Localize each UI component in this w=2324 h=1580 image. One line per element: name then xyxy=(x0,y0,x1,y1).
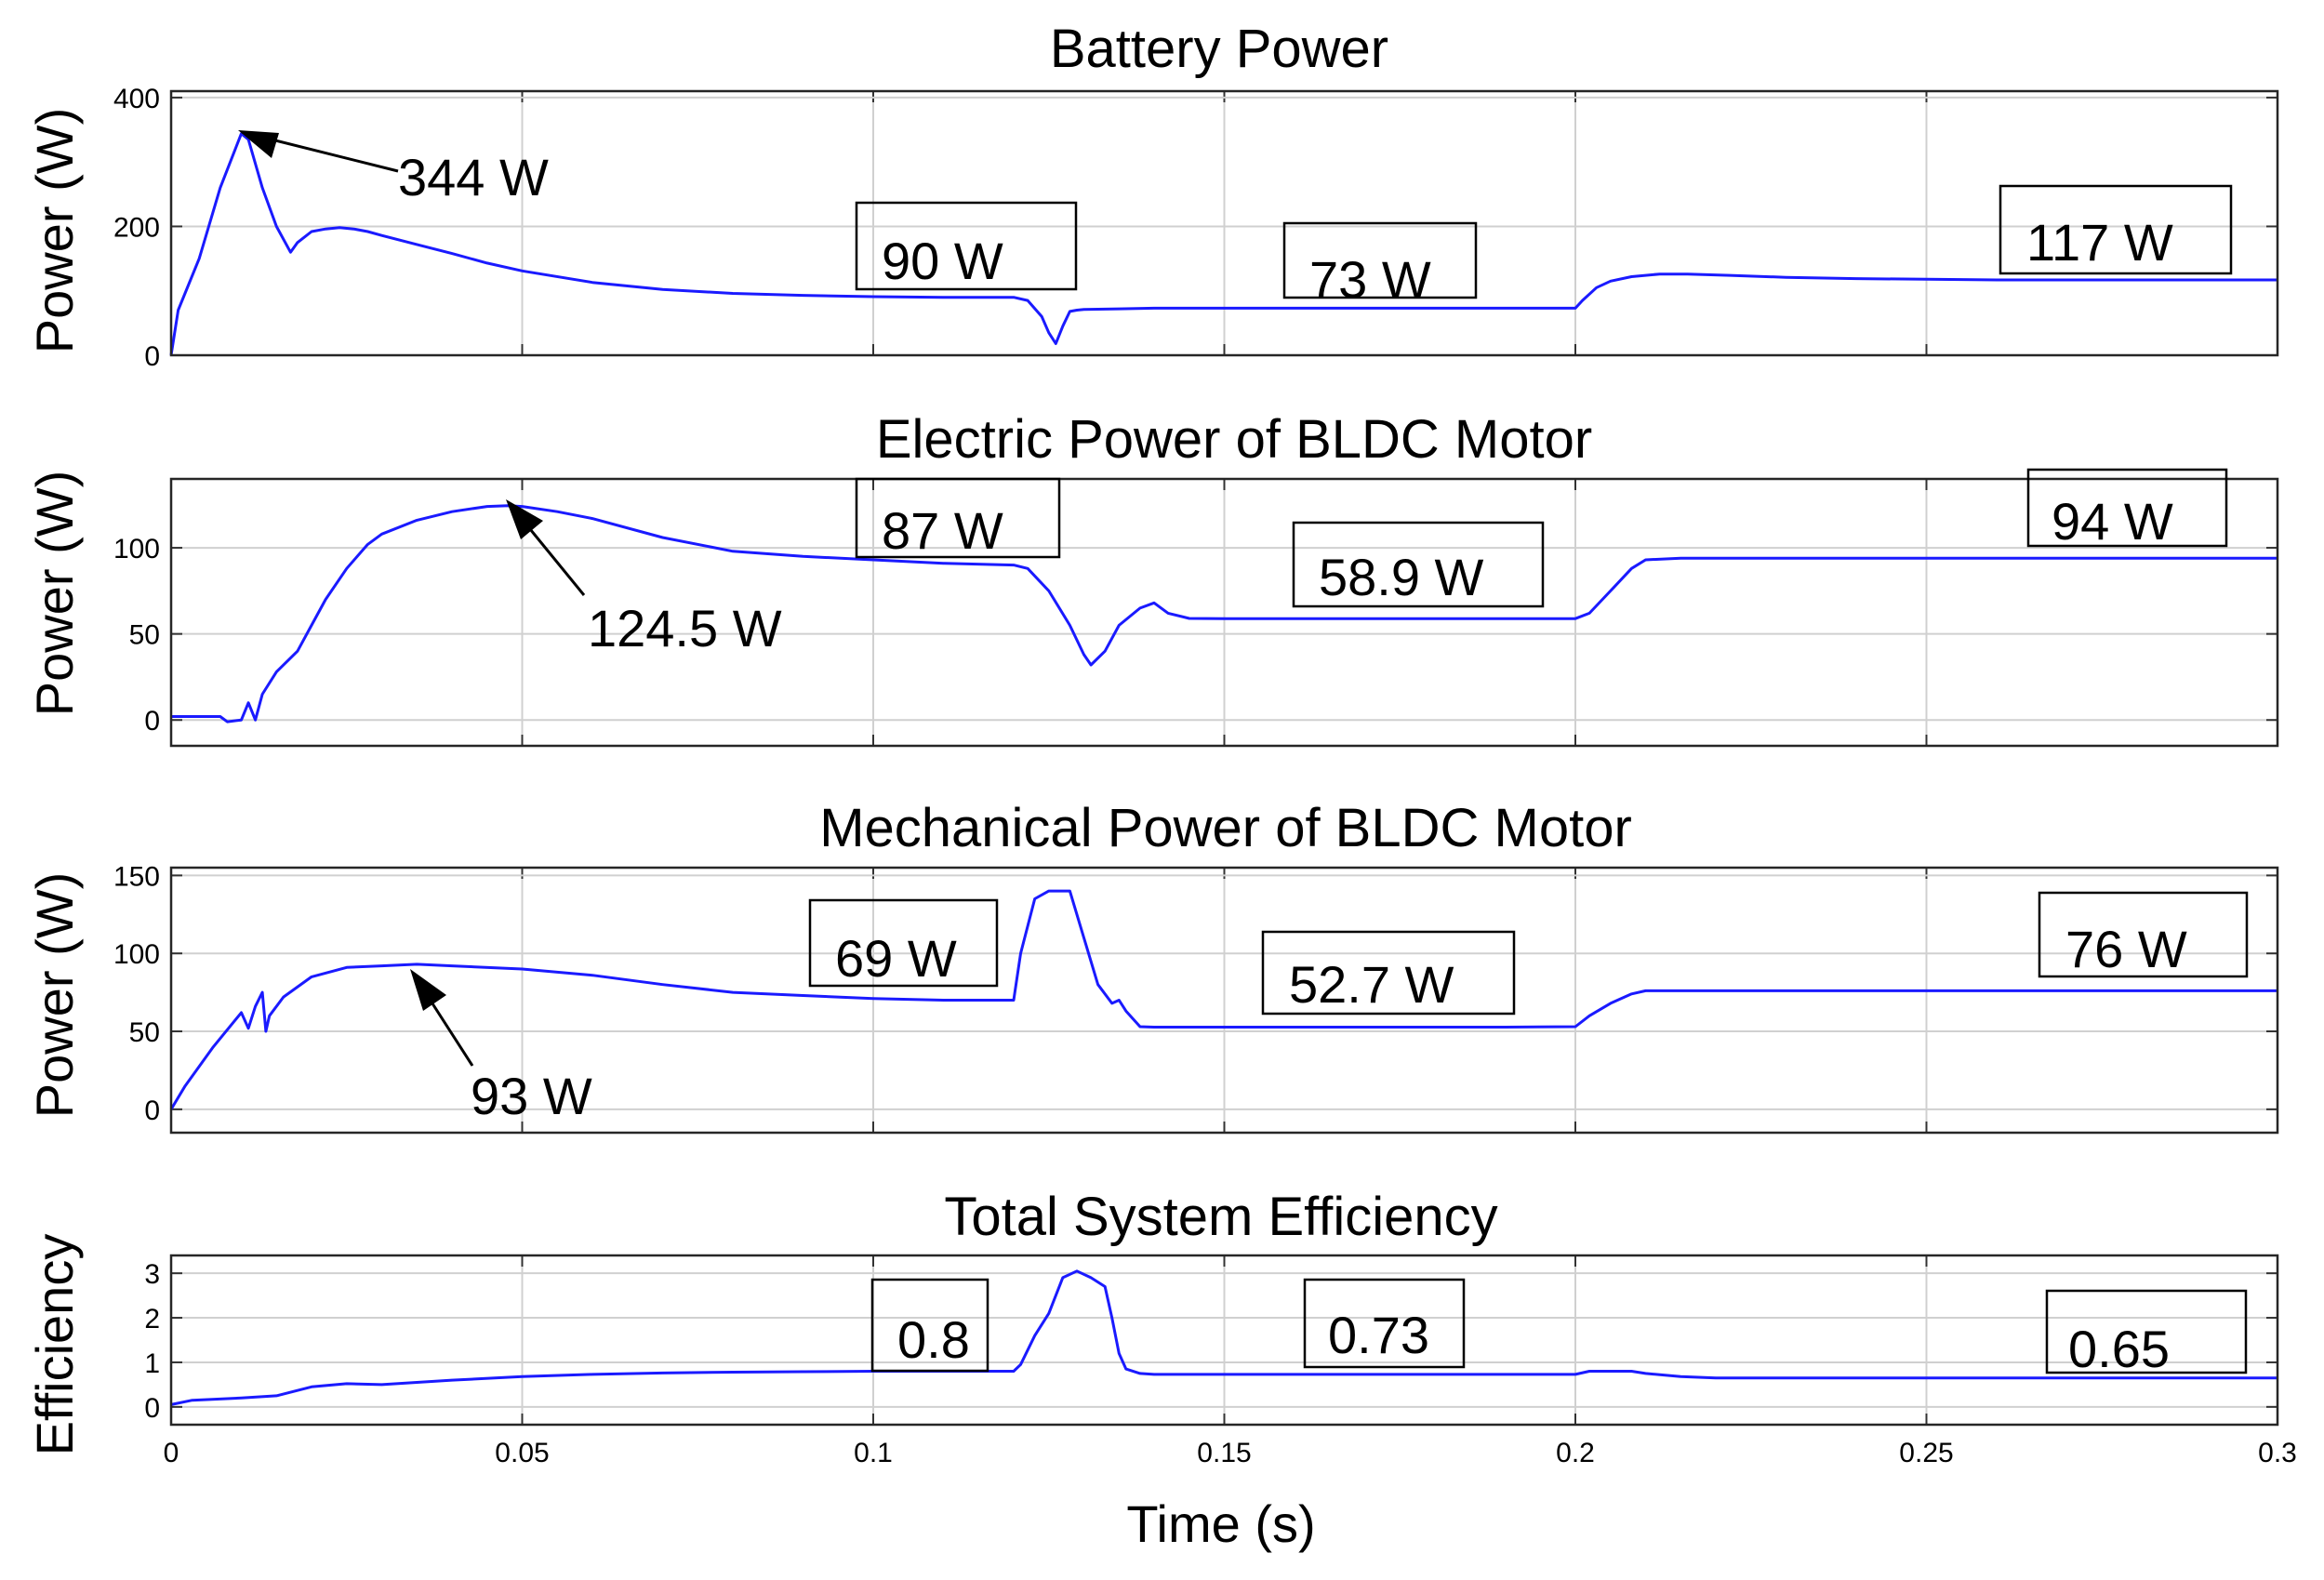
annotation-peak: 344 W xyxy=(238,130,549,206)
annotation-peak: 124.5 W xyxy=(506,499,782,657)
annotation-label: 93 W xyxy=(471,1067,592,1125)
annotation-box-label: 58.9 W xyxy=(1319,548,1484,606)
panel-electric-power: Electric Power of BLDC Motor Power (W) 0… xyxy=(25,409,2279,748)
annotation-peak: 93 W xyxy=(410,969,592,1125)
annotation-box: 76 W xyxy=(2038,891,2249,978)
y-tick-label: 400 xyxy=(113,84,160,114)
panel-title: Mechanical Power of BLDC Motor xyxy=(819,798,1632,858)
x-tick-label: 0.2 xyxy=(1556,1438,1595,1468)
axes-frame xyxy=(169,866,2279,1135)
y-tick-label: 200 xyxy=(113,212,160,243)
annotation-box-frame xyxy=(855,201,1078,291)
panel-system-efficiency: Total System Efficiency Efficiency 01230… xyxy=(25,1187,2297,1553)
y-tick-label: 150 xyxy=(113,861,160,892)
annotation-box-frame xyxy=(870,1278,989,1373)
annotation-arrow-head xyxy=(238,130,279,158)
y-tick-label: 1 xyxy=(144,1348,160,1379)
y-tick-label: 0 xyxy=(144,1095,160,1126)
annotation-arrow-head xyxy=(410,969,446,1011)
annotation-box-label: 69 W xyxy=(835,929,957,988)
annotation-box: 0.73 xyxy=(1303,1278,1466,1369)
y-tick-label: 50 xyxy=(129,1017,160,1048)
annotation-label: 124.5 W xyxy=(588,599,782,657)
y-tick-label: 0 xyxy=(144,341,160,372)
annotation-box: 69 W xyxy=(808,898,999,988)
panel-title: Total System Efficiency xyxy=(944,1187,1497,1247)
annotation-arrow-head xyxy=(506,499,543,539)
annotation-box: 52.7 W xyxy=(1261,930,1516,1016)
annotation-box-label: 0.8 xyxy=(897,1310,970,1369)
annotation-box: 87 W xyxy=(855,477,1061,560)
annotation-box: 94 W xyxy=(2026,468,2228,551)
annotation-box-label: 117 W xyxy=(2026,213,2173,272)
annotation-box-frame xyxy=(2026,468,2228,548)
annotation-box-label: 52.7 W xyxy=(1289,955,1454,1014)
annotation-label: 344 W xyxy=(398,148,549,206)
annotation-box-label: 0.65 xyxy=(2068,1320,2170,1378)
y-axis-label: Power (W) xyxy=(25,872,84,1118)
plot-area: 0 50 100 150 xyxy=(113,861,2279,1135)
annotation-box: 117 W xyxy=(1999,184,2233,275)
annotation-box-label: 0.73 xyxy=(1328,1306,1429,1364)
annotation-box-label: 73 W xyxy=(1309,250,1431,309)
x-tick-label: 0.1 xyxy=(854,1438,893,1468)
annotation-box-frame xyxy=(1282,221,1478,299)
y-tick-label: 100 xyxy=(113,534,160,564)
annotation-box-frame xyxy=(1303,1278,1466,1369)
series-line xyxy=(169,132,2278,356)
annotation-box-label: 87 W xyxy=(882,501,1003,560)
y-axis-label: Power (W) xyxy=(25,471,84,716)
x-tick-label: 0.3 xyxy=(2258,1438,2297,1468)
annotation-box-label: 94 W xyxy=(2052,492,2173,551)
annotation-box: 73 W xyxy=(1282,221,1478,309)
annotation-box-frame xyxy=(2038,891,2249,978)
plot-area: 0 50 100 xyxy=(113,477,2279,748)
y-tick-label: 0 xyxy=(144,1393,160,1424)
y-tick-label: 2 xyxy=(144,1304,160,1334)
annotation-box-frame xyxy=(1261,930,1516,1016)
y-axis-label: Power (W) xyxy=(25,108,84,353)
x-tick-label: 0.15 xyxy=(1197,1438,1251,1468)
x-tick-label: 0.05 xyxy=(495,1438,549,1468)
annotation-box-frame xyxy=(1292,521,1545,608)
annotation-box: 0.65 xyxy=(2045,1289,2248,1378)
panel-battery-power: Battery Power Power (W) 0 200 400 344 W 90… xyxy=(25,19,2279,372)
series-line xyxy=(169,889,2278,1110)
axes-frame xyxy=(169,477,2279,748)
x-tick-label: 0 xyxy=(164,1438,179,1468)
axes-frame xyxy=(169,89,2279,357)
panel-title: Electric Power of BLDC Motor xyxy=(876,409,1592,470)
y-tick-label: 100 xyxy=(113,939,160,970)
y-tick-label: 0 xyxy=(144,706,160,737)
annotation-box-frame xyxy=(1999,184,2233,275)
y-tick-label: 50 xyxy=(129,620,160,651)
y-tick-label: 3 xyxy=(144,1259,160,1290)
panel-mechanical-power: Mechanical Power of BLDC Motor Power (W)… xyxy=(25,798,2279,1135)
plot-area: 0 1 2 3 0 0.05 0.1 0.15 0.2 0.25 0.3 xyxy=(144,1254,2297,1468)
plot-area: 0 200 400 xyxy=(113,84,2279,372)
x-axis-label: Time (s) xyxy=(1126,1494,1315,1553)
y-axis-label: Efficiency xyxy=(25,1234,84,1456)
series-line xyxy=(170,1269,2278,1406)
annotation-box: 58.9 W xyxy=(1292,521,1545,608)
annotation-box-label: 90 W xyxy=(882,232,1003,290)
series-line xyxy=(171,504,2278,724)
annotation-box: 0.8 xyxy=(870,1278,989,1373)
annotation-box: 90 W xyxy=(855,201,1078,291)
annotation-box-frame xyxy=(808,898,999,988)
panel-title: Battery Power xyxy=(1050,19,1388,79)
x-tick-label: 0.25 xyxy=(1899,1438,1953,1468)
annotation-box-frame xyxy=(855,477,1061,559)
annotation-box-frame xyxy=(2045,1289,2248,1374)
axes-frame xyxy=(169,1254,2279,1427)
annotation-box-label: 76 W xyxy=(2065,920,2187,978)
